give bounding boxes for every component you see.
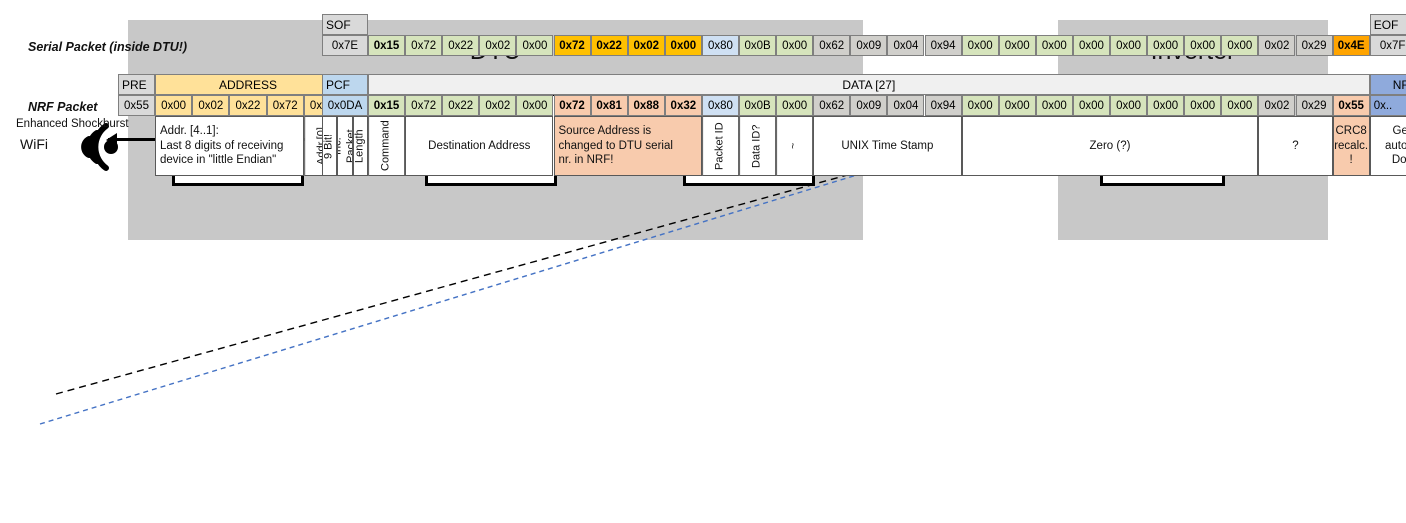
serial-byte: 0x72 bbox=[405, 35, 443, 56]
nrf-byte: 0x81 bbox=[590, 95, 628, 116]
nrf-byte: 0x88 bbox=[627, 95, 665, 116]
serial-byte: 0x09 bbox=[850, 35, 888, 56]
nrf-crc-byte: 0x.. bbox=[1369, 95, 1406, 116]
nrf-byte: 0x15 bbox=[368, 95, 406, 116]
question-desc: ? bbox=[1258, 116, 1333, 176]
nrf-byte: 0x80 bbox=[701, 95, 739, 116]
nrf-byte: 0x29 bbox=[1295, 95, 1333, 116]
serial-byte: 0x22 bbox=[442, 35, 480, 56]
nrf-byte: 0x02 bbox=[479, 95, 517, 116]
serial-sof-header: SOF bbox=[322, 14, 368, 35]
serial-byte: 0x94 bbox=[924, 35, 962, 56]
nrf-packet-sublabel: Enhanced Shockburst bbox=[16, 118, 129, 130]
zero-desc: Zero (?) bbox=[961, 116, 1259, 176]
serial-eof-value: 0x7F bbox=[1369, 35, 1406, 56]
tilde-desc: ~ bbox=[776, 116, 814, 176]
pcf-desc-b: Inc. Packet bbox=[337, 116, 353, 176]
serial-byte: 0x22 bbox=[590, 35, 628, 56]
serial-byte: 0x15 bbox=[368, 35, 406, 56]
serial-packet-label: Serial Packet (inside DTU!) bbox=[28, 40, 188, 54]
serial-byte: 0x00 bbox=[664, 35, 702, 56]
nrf-address-byte: 0x22 bbox=[229, 95, 267, 116]
packet-id-desc: Packet ID bbox=[701, 116, 739, 176]
serial-byte: 0x80 bbox=[701, 35, 739, 56]
serial-byte: 0x0B bbox=[739, 35, 777, 56]
arrow-wifi-left bbox=[106, 133, 117, 147]
dest-addr-desc: Destination Address bbox=[405, 116, 554, 176]
nrf-pcf-header: PCF bbox=[322, 74, 368, 95]
pcf-desc-c: Length bbox=[353, 116, 368, 176]
nrf-byte: 0x00 bbox=[961, 95, 999, 116]
unix-time-desc: UNIX Time Stamp bbox=[813, 116, 962, 176]
serial-byte: 0x00 bbox=[1221, 35, 1259, 56]
serial-byte: 0x02 bbox=[479, 35, 517, 56]
nrf-address-byte: 0x00 bbox=[155, 95, 193, 116]
serial-byte: 0x00 bbox=[998, 35, 1036, 56]
nrf-byte: 0x62 bbox=[813, 95, 851, 116]
packet-tables: Serial Packet (inside DTU!) NRF Packet E… bbox=[0, 0, 1406, 193]
serial-byte: 0x00 bbox=[1072, 35, 1110, 56]
data-id-desc: Data ID? bbox=[739, 116, 777, 176]
nrf-pcf-value: 0x0DA bbox=[322, 95, 368, 116]
nrf-byte: 0x00 bbox=[1221, 95, 1259, 116]
nrf-byte: 0x55 bbox=[1332, 95, 1370, 116]
serial-byte: 0x00 bbox=[1147, 35, 1185, 56]
nrf-byte: 0x00 bbox=[1110, 95, 1148, 116]
serial-byte: 0x72 bbox=[553, 35, 591, 56]
nrf-byte: 0x00 bbox=[998, 95, 1036, 116]
serial-byte: 0x00 bbox=[776, 35, 814, 56]
serial-sof-value: 0x7E bbox=[322, 35, 368, 56]
nrf-byte: 0x00 bbox=[1072, 95, 1110, 116]
serial-byte: 0x00 bbox=[1184, 35, 1222, 56]
serial-byte: 0x00 bbox=[961, 35, 999, 56]
nrf-packet-label: NRF Packet bbox=[28, 100, 98, 114]
nrf-address-byte: 0x02 bbox=[192, 95, 230, 116]
nrf-byte: 0x00 bbox=[776, 95, 814, 116]
command-desc: Command bbox=[368, 116, 406, 176]
nrf-byte: 0x00 bbox=[1035, 95, 1073, 116]
nrf-byte: 0x00 bbox=[516, 95, 554, 116]
nrf-byte: 0x02 bbox=[1258, 95, 1296, 116]
nrf-byte: 0x72 bbox=[553, 95, 591, 116]
serial-byte: 0x29 bbox=[1295, 35, 1333, 56]
auto-crc-desc: Generatedautomatically.Dont Care! bbox=[1369, 116, 1406, 176]
nrf-pre-value: 0x55 bbox=[118, 95, 155, 116]
nrf-crc-header: NRF CRC bbox=[1369, 74, 1406, 95]
serial-byte: 0x04 bbox=[887, 35, 925, 56]
nrf-byte: 0x72 bbox=[405, 95, 443, 116]
nrf-byte: 0x32 bbox=[664, 95, 702, 116]
serial-byte: 0x02 bbox=[627, 35, 665, 56]
nrf-byte: 0x09 bbox=[850, 95, 888, 116]
serial-byte: 0x02 bbox=[1258, 35, 1296, 56]
link-wifi-esp bbox=[108, 138, 172, 141]
serial-byte: 0x4E bbox=[1332, 35, 1370, 56]
nrf-byte: 0x04 bbox=[887, 95, 925, 116]
nrf-address-header: ADDRESS bbox=[155, 74, 341, 95]
nrf-byte: 0x22 bbox=[442, 95, 480, 116]
nrf-byte: 0x94 bbox=[924, 95, 962, 116]
nrf-pre-header: PRE bbox=[118, 74, 155, 95]
serial-eof-header: EOF bbox=[1369, 14, 1406, 35]
pcf-desc-a: 9 Bit! bbox=[322, 116, 337, 176]
nrf-byte: 0x0B bbox=[739, 95, 777, 116]
nrf-byte: 0x00 bbox=[1184, 95, 1222, 116]
nrf-byte: 0x00 bbox=[1147, 95, 1185, 116]
serial-byte: 0x00 bbox=[1110, 35, 1148, 56]
serial-byte: 0x00 bbox=[516, 35, 554, 56]
nrf-data-header: DATA [27] bbox=[368, 74, 1370, 95]
nrf-address-byte: 0x72 bbox=[266, 95, 304, 116]
serial-byte: 0x62 bbox=[813, 35, 851, 56]
serial-byte: 0x00 bbox=[1035, 35, 1073, 56]
